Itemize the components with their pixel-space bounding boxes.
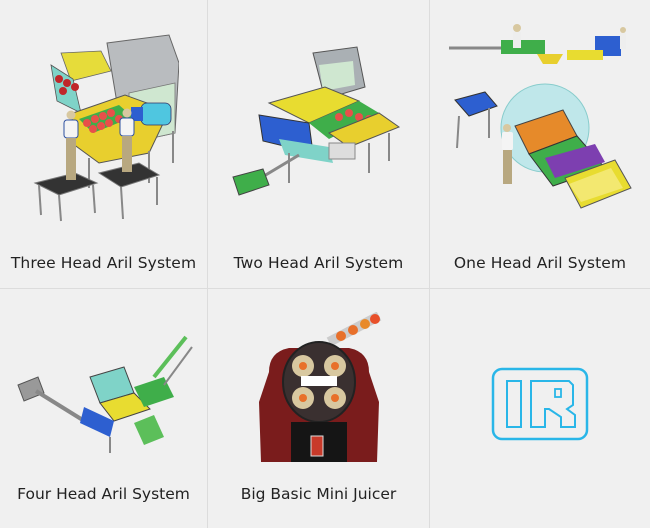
product-label[interactable]: Two Head Aril System — [233, 254, 404, 272]
ir-logo-icon — [491, 367, 589, 441]
one-head-aril-machine-image[interactable] — [430, 10, 650, 235]
product-card-three-head[interactable]: Three Head Aril System — [0, 0, 208, 289]
product-label[interactable]: Big Basic Mini Juicer — [240, 485, 397, 503]
product-card-one-head[interactable]: One Head Aril System — [430, 0, 650, 289]
product-label[interactable]: Three Head Aril System — [10, 254, 197, 272]
product-label[interactable]: One Head Aril System — [453, 254, 627, 272]
brand-logo-card — [430, 289, 650, 528]
four-head-aril-machine-image[interactable] — [0, 297, 207, 487]
product-card-two-head[interactable]: Two Head Aril System — [208, 0, 430, 289]
product-label[interactable]: Four Head Aril System — [17, 485, 190, 503]
product-card-juicer[interactable]: Big Basic Mini Juicer — [208, 289, 430, 528]
ir-logo-image — [430, 359, 650, 449]
two-head-aril-machine-image[interactable] — [208, 10, 429, 235]
product-card-four-head[interactable]: Four Head Aril System — [0, 289, 208, 528]
three-head-aril-machine-image[interactable] — [0, 10, 207, 235]
juicer-machine-image[interactable] — [208, 297, 429, 487]
